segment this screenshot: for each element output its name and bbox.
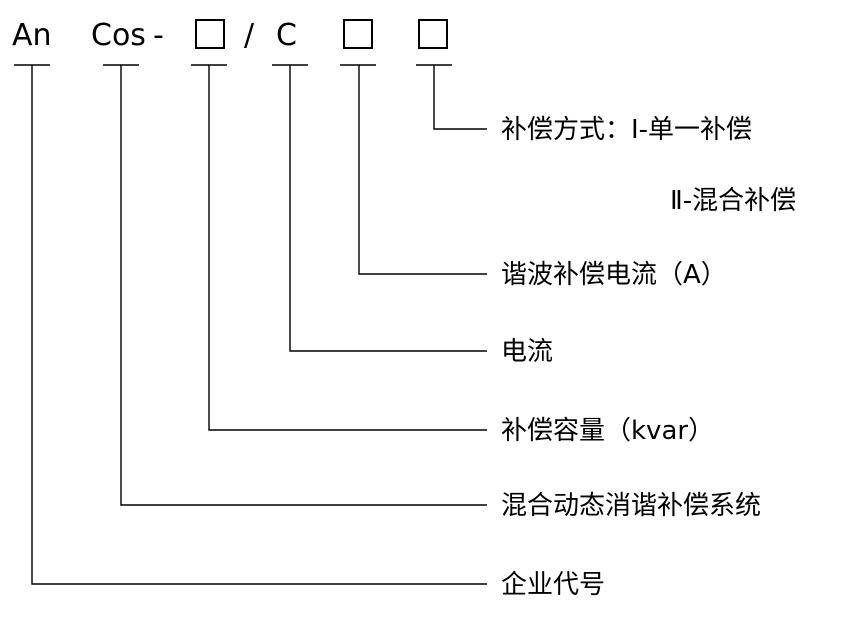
- label-company-code: 企业代号: [501, 570, 605, 600]
- description-labels: 补偿方式：Ⅰ-单一补偿 Ⅱ-混合补偿 谐波补偿电流（A） 电流 补偿容量（kva…: [501, 115, 796, 600]
- code-dash: -: [153, 18, 164, 53]
- capacity-code-box: [195, 19, 225, 49]
- connector-lines: [31, 65, 487, 585]
- connector-capacity: [208, 65, 487, 431]
- label-capacity: 补偿容量（kvar）: [501, 416, 714, 446]
- code-letter: C: [276, 18, 297, 53]
- compensation-mode-code-box: [418, 19, 448, 49]
- code-prefix: An: [12, 18, 52, 53]
- label-harmonic-current: 谐波补偿电流（A）: [501, 260, 727, 290]
- label-compensation-mode: 补偿方式：Ⅰ-单一补偿: [501, 115, 752, 145]
- connector-mode: [433, 65, 487, 130]
- label-current: 电流: [501, 337, 553, 367]
- model-code: An Cos - / C: [12, 18, 448, 53]
- code-series: Cos: [91, 18, 146, 53]
- code-slash: /: [244, 18, 255, 53]
- connector-company: [31, 65, 487, 585]
- harmonic-current-code-box: [343, 19, 373, 49]
- connector-system: [120, 65, 487, 506]
- connector-current: [289, 65, 487, 352]
- connector-harmonic-current: [358, 65, 487, 275]
- label-system: 混合动态消谐补偿系统: [501, 491, 761, 521]
- label-compensation-mode-mixed: Ⅱ-混合补偿: [670, 186, 796, 216]
